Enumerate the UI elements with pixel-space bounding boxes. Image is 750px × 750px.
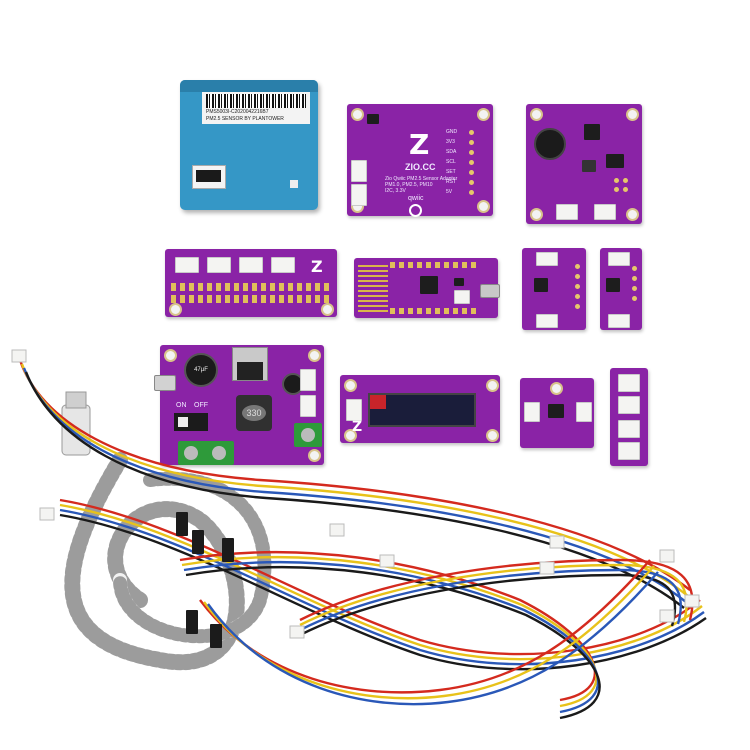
qwiic-connector — [524, 402, 540, 422]
switch-label-off: OFF — [194, 402, 208, 409]
qwiic-connector — [618, 374, 640, 392]
qwiic-connector — [556, 204, 578, 220]
capacitor: 47µF — [184, 353, 218, 387]
qwiic-connector — [239, 257, 263, 273]
oled-screen — [368, 393, 476, 427]
inductor-label: 330 — [242, 405, 266, 421]
adapter-desc-3: I2C, 3.3V — [385, 188, 406, 194]
qwiic-connector — [618, 442, 640, 460]
ic-chip — [367, 114, 379, 124]
pin-row-bottom — [390, 308, 476, 314]
pin-label: SDA — [446, 149, 457, 155]
pin-label: GND — [446, 129, 458, 135]
jst-connectors — [11, 349, 700, 639]
sensor-serial: PMS5003I-C2020042216B7 — [206, 109, 269, 115]
usb-port — [154, 375, 176, 391]
qwiic-io-board — [600, 248, 642, 330]
adapter-desc-2: PM1.0, PM2.5, PM10 — [385, 182, 433, 188]
ic-chip — [584, 124, 600, 140]
sensor-board-small — [520, 378, 594, 448]
qwiic-connector — [207, 257, 231, 273]
qwiic-connector — [175, 257, 199, 273]
sensor-label-sticker: PMS5003I-C2020042216B7 PM2.5 SENSOR BY P… — [202, 92, 310, 124]
pm25-adapter-board: Z ZIO.CC Zio Qwiic PM2.5 Sensor Adapter … — [347, 104, 493, 217]
qwiic-connector — [608, 314, 630, 328]
screw-terminal — [294, 423, 322, 447]
qwiic-cables — [18, 359, 707, 720]
qwiic-connector — [300, 369, 316, 391]
qwiic-connector — [351, 184, 367, 206]
microphone-board — [526, 104, 642, 224]
qwiic-connector — [271, 257, 295, 273]
sensor-connector — [192, 165, 226, 189]
power-switch — [174, 413, 208, 431]
ic-chip — [534, 278, 548, 292]
barcode — [206, 94, 306, 108]
qwiic-connector — [351, 160, 367, 182]
header-breakout-board: Z — [165, 249, 337, 317]
pin-label: RST — [446, 179, 456, 185]
zio-logo: Z — [352, 419, 363, 435]
esp32-dev-board — [354, 258, 500, 318]
qwiic-connector — [536, 252, 558, 266]
pin-label: 5V — [446, 189, 453, 195]
usb-port — [480, 284, 500, 298]
ic-chip — [420, 276, 438, 294]
microphone — [534, 128, 566, 160]
qwiic-connector — [594, 204, 616, 220]
inductor: 330 — [236, 395, 272, 431]
zio-logo: Z — [311, 257, 323, 276]
pin-header-row — [171, 295, 331, 303]
voltage-regulator — [232, 347, 268, 381]
qwiic-logo — [409, 204, 422, 217]
brand-label: ZIO.CC — [405, 162, 436, 172]
pin-header-row — [171, 283, 331, 291]
qwiic-connector — [454, 290, 470, 304]
qwiic-connector — [346, 399, 362, 421]
qwiic-connector — [536, 314, 558, 328]
pin-label: SCL — [446, 159, 456, 165]
oled-display-board: Z — [340, 375, 500, 443]
ic-chip — [454, 278, 464, 286]
pin-label: 3V3 — [446, 139, 455, 145]
qwiic-connector — [300, 395, 316, 417]
adapter-desc-1: Zio Qwiic PM2.5 Sensor Adapter — [385, 176, 458, 182]
ic-chip — [548, 404, 564, 418]
pin-label: SET — [446, 169, 456, 175]
switch-label-on: ON — [176, 402, 187, 409]
qwiic-connector — [608, 252, 630, 266]
pin-labels: GND 3V3 SDA SCL SET RST 5V — [446, 129, 457, 199]
power-supply-board: 47µF 330 ON OFF — [154, 345, 324, 465]
screw-terminal — [178, 441, 234, 465]
qwiic-connector — [618, 396, 640, 414]
qwiic-hub-board — [522, 248, 586, 330]
qwiic-connector — [618, 420, 640, 438]
sensor-model-label: PM2.5 SENSOR BY PLANTOWER — [206, 116, 284, 122]
qwiic-label: qwiic — [408, 195, 424, 202]
qwiic-connector — [576, 402, 592, 422]
antenna — [358, 264, 388, 312]
zio-logo: Z — [409, 128, 430, 161]
pin-row-top — [390, 262, 476, 268]
ic-chip — [606, 154, 624, 168]
pm25-sensor: PMS5003I-C2020042216B7 PM2.5 SENSOR BY P… — [180, 80, 318, 210]
dupont-jumpers — [176, 512, 234, 648]
inductor — [582, 160, 596, 172]
qwiic-splitter-board — [610, 368, 648, 466]
ic-chip — [606, 278, 620, 292]
